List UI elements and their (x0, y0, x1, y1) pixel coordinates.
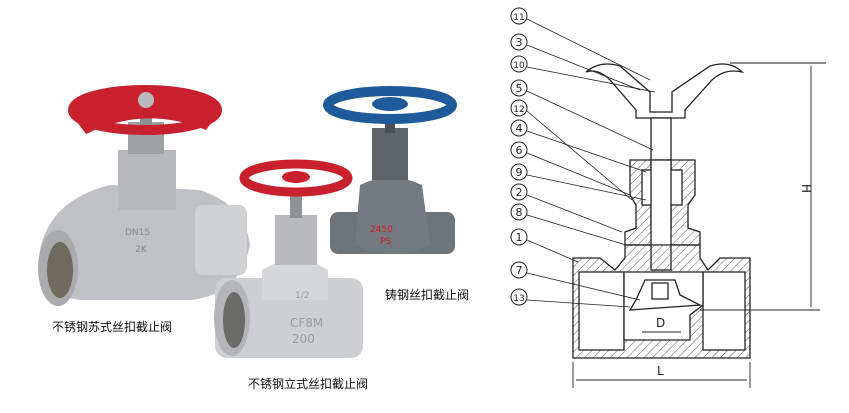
left-valve-marking-1: DN15 (125, 228, 150, 238)
caption-stainless-suzhou: 不锈钢苏式丝扣截止阀 (52, 320, 173, 334)
callout-circle (510, 288, 528, 306)
callout-leader-line (526, 299, 631, 308)
callout-circle (510, 163, 528, 181)
callout-leader-line (526, 90, 654, 151)
callout-leader-line (526, 174, 647, 201)
caption-stainless-vertical: 不锈钢立式丝扣截止阀 (248, 377, 369, 391)
callout-leader-line (526, 194, 623, 233)
part-number-6: 6 (516, 144, 523, 157)
part-number-9: 9 (516, 166, 523, 179)
callout-circle (510, 141, 528, 159)
stainless-vertical-valve-image: 1/2 CF8M 200 (214, 159, 363, 358)
part-number-11: 11 (513, 13, 524, 23)
middle-valve-marking-1: 1/2 (295, 291, 309, 301)
callout-leader-line (526, 214, 627, 246)
callout-leader-line (526, 239, 579, 263)
dimension-l-label: L (657, 364, 664, 378)
callout-circle (510, 99, 528, 117)
callout-circle (510, 183, 528, 201)
dimension-d-label: D (656, 316, 665, 330)
right-valve-marking-2: PS (380, 237, 391, 247)
cast-steel-valve-image: 2450 PS (323, 86, 457, 254)
callout-circle (510, 7, 528, 25)
part-number-7: 7 (516, 264, 523, 277)
callout-leader-line (526, 44, 641, 91)
callout-leader-line (526, 272, 641, 301)
part-number-2: 2 (516, 186, 523, 199)
part-number-10: 10 (513, 61, 525, 71)
part-number-3: 3 (516, 36, 523, 49)
part-callouts: 11 3 10 5 12 4 6 9 2 8 1 7 13 (510, 7, 656, 308)
part-number-12: 12 (513, 105, 524, 115)
middle-valve-marking-2: CF8M (290, 316, 323, 330)
callout-circle (510, 203, 528, 221)
callout-circle (510, 228, 528, 246)
callout-leader-line (526, 18, 651, 81)
left-valve-marking-2: 2K (135, 245, 148, 255)
part-number-8: 8 (516, 206, 523, 219)
callout-leader-line (526, 110, 633, 201)
part-number-1: 1 (516, 231, 523, 244)
callout-leader-line (526, 66, 656, 93)
callout-leader-line (526, 152, 631, 196)
part-number-5: 5 (516, 82, 523, 95)
callout-circle (510, 79, 528, 97)
stainless-suzhou-valve-image: DN15 2K (38, 85, 250, 306)
dimension-lines (572, 62, 826, 388)
middle-valve-marking-3: 200 (292, 332, 315, 346)
callout-circle (510, 55, 528, 73)
callout-circle (510, 261, 528, 279)
callout-circle (510, 33, 528, 51)
right-valve-marking-1: 2450 (370, 225, 393, 235)
part-number-13: 13 (513, 294, 524, 304)
caption-cast-steel: 铸钢丝扣截止阀 (385, 288, 470, 302)
diagram-outline (572, 63, 751, 359)
callout-circle (510, 119, 528, 137)
callout-leader-line (526, 130, 647, 173)
valve-photos: DN15 2K 2450 PS 1/2 CF8M 200 (38, 85, 457, 358)
part-number-4: 4 (516, 122, 523, 135)
dimension-h-label: H (799, 184, 813, 193)
